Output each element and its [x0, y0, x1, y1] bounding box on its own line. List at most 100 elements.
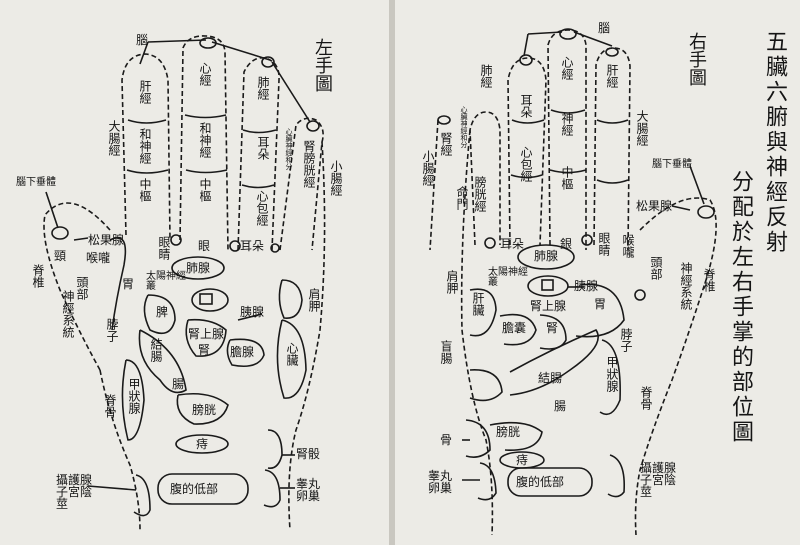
- right-label-pituitary: 腦下垂體: [652, 159, 692, 170]
- left-testis-organ: [263, 469, 281, 508]
- leader-line: [87, 485, 137, 491]
- right-label-yin: 銀: [560, 237, 573, 251]
- left-spleen-organ: [143, 294, 176, 335]
- right-label-bladder-meridian: 膀胱經: [473, 176, 487, 212]
- right-solar-core: [541, 279, 554, 291]
- left-fingertip-circle: [306, 120, 320, 132]
- right-finger-index-outline: [593, 47, 631, 251]
- leader-line: [211, 41, 271, 61]
- left-prostate-organ: [133, 474, 151, 517]
- left-solar-organ: [191, 288, 229, 312]
- left-kidney-bone-organ: [267, 429, 283, 470]
- left-label-small-intestine: 小腸經: [329, 160, 343, 196]
- right-label-adrenal: 腎上腺: [530, 299, 567, 313]
- left-label-head: 頭部: [75, 276, 89, 300]
- right-label-heart-nerve: 心臟神經和分: [460, 106, 468, 148]
- left-shoulder-organ: [278, 279, 303, 319]
- leader-line: [689, 165, 705, 205]
- right-label-kidney-meridian: 腎經: [439, 132, 453, 156]
- left-heart-organ: [276, 319, 307, 399]
- right-label-colon: 結腸: [538, 371, 563, 385]
- left-label-stomach: 胃: [122, 277, 135, 291]
- right-label-ear: 耳朵: [519, 94, 533, 118]
- right-label-life-gate: 命門: [455, 186, 469, 210]
- right-label-rectum: 痔: [516, 453, 529, 467]
- left-finger-little-outline: [279, 117, 324, 251]
- right-crease: [511, 119, 545, 124]
- left-finger-index-outline: [121, 53, 171, 241]
- right-label-appendix: 盲腸: [439, 340, 453, 364]
- right-solar-organ: [527, 275, 569, 297]
- leader-line: [147, 39, 207, 43]
- right-stomach-organ: [575, 283, 625, 338]
- right-lower-body-organ: [507, 467, 593, 497]
- right-label-lower-body: 腹的低部: [516, 475, 565, 489]
- left-neck-band: [109, 237, 127, 331]
- right-crease: [510, 174, 543, 179]
- left-label-heart-nerve: 心臟神經和分: [285, 128, 293, 170]
- right-label-pancreas: 胰腺: [574, 279, 599, 293]
- left-ear-point: [270, 243, 280, 253]
- left-label-rectum: 痔: [196, 437, 209, 451]
- right-label-lung-bronchi: 肺腺: [534, 249, 559, 263]
- right-small-finger-outline: [429, 119, 439, 251]
- left-crease: [242, 129, 277, 134]
- left-label-lung-bronchi: 肺腺: [186, 261, 211, 275]
- left-label-kidney: 腎: [198, 343, 211, 357]
- right-label-pineal: 松果腺: [636, 199, 673, 213]
- right-label-stomach: 胃: [594, 297, 607, 311]
- left-eye-point: [170, 234, 182, 246]
- left-label-colon: 結腸: [149, 338, 163, 362]
- left-crease: [126, 169, 169, 174]
- right-fingertip-circle: [605, 47, 619, 57]
- left-label-ear: 耳朵: [256, 136, 270, 160]
- right-label-center: 中樞: [560, 166, 574, 190]
- left-label-center2: 中樞: [198, 178, 212, 202]
- leader-line: [671, 205, 691, 211]
- right-label-nerve-system: 神經系統: [679, 262, 693, 310]
- page-title-col2: 分配於左右手掌的部位圖: [728, 170, 753, 445]
- right-crease: [549, 169, 587, 174]
- left-label-harmony-nerve: 和神經: [138, 128, 152, 164]
- left-crease: [127, 119, 167, 124]
- left-label-heart-meridian: 心經: [198, 62, 212, 86]
- right-label-thyroid: 甲狀腺: [605, 356, 619, 392]
- left-stomach-organ: [185, 318, 227, 357]
- right-label-spine: 脊骨: [639, 386, 653, 410]
- left-label-ear2: 耳朵: [240, 239, 265, 253]
- left-label-adrenal: 腎上腺: [188, 327, 225, 341]
- left-hand: [43, 35, 326, 531]
- right-prostate-organ: [607, 454, 626, 498]
- right-label-solar-plexus: 太陽神經叢: [488, 267, 528, 288]
- right-bladder-organ: [489, 421, 543, 451]
- left-palm-inner-edge: [99, 369, 141, 531]
- left-crease: [184, 114, 227, 119]
- left-label-neck2: 脖子: [105, 318, 119, 342]
- right-pituitary-circle: [697, 205, 715, 219]
- left-crease: [185, 169, 228, 174]
- right-thyroid-organ: [599, 339, 621, 416]
- left-label-lower-body: 腹的低部: [170, 482, 219, 496]
- right-label-neck: 脖子: [619, 328, 633, 352]
- right-label-large-intestine: 大腸經: [635, 110, 649, 146]
- right-colon-organ: [509, 328, 599, 396]
- right-crease: [596, 179, 629, 184]
- leader-line: [73, 237, 89, 241]
- right-thumb-outline: [634, 197, 717, 536]
- right-label-spine-edge: 脊椎: [702, 268, 716, 292]
- left-label-large-intestine: 大腸經: [107, 120, 121, 156]
- right-crease: [596, 119, 629, 124]
- left-label-spine: 脊骨: [103, 394, 117, 418]
- right-fingertip-circle: [519, 54, 533, 66]
- left-palm-outer-edge: [288, 141, 326, 531]
- left-label-spleen: 脾: [156, 305, 169, 319]
- right-gall-organ: [499, 313, 537, 346]
- right-label-lung-meridian: 肺經: [479, 64, 493, 88]
- right-lung-organ: [517, 244, 575, 270]
- left-label-lung-meridian: 肺經: [256, 76, 270, 100]
- right-palm-outer-edge: [460, 129, 494, 536]
- left-label-prostate: 攝護腺子宮陰莖: [56, 473, 93, 511]
- left-label-neck: 頸: [54, 249, 67, 263]
- left-hand-title: 左手圖: [312, 38, 333, 92]
- left-label-center1: 中樞: [138, 178, 152, 202]
